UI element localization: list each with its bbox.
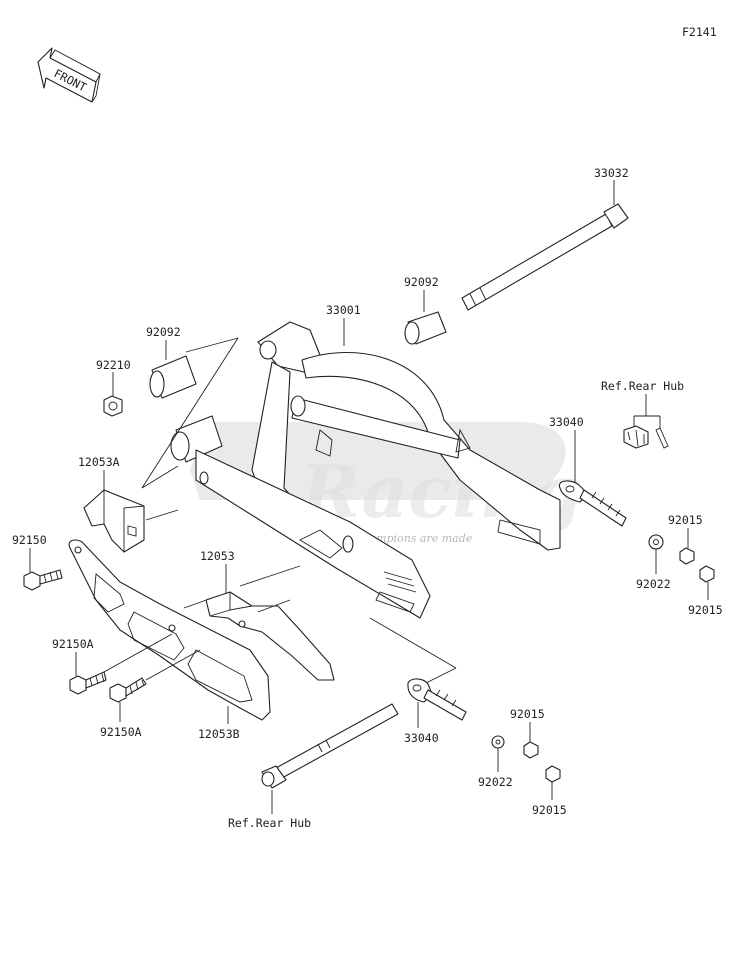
adjuster-bolt-top xyxy=(558,480,627,527)
label-92150: 92150 xyxy=(12,533,47,547)
rear-axle xyxy=(261,703,399,789)
label-92015-b: 92015 xyxy=(688,603,723,617)
chain-guide-12053 xyxy=(205,591,335,681)
cotter-pin xyxy=(655,427,669,449)
bolt-92150 xyxy=(23,569,63,591)
nut-92015-d xyxy=(545,765,561,783)
nut-92015-c xyxy=(523,741,539,759)
nut-92015-a xyxy=(679,547,695,565)
label-ref-rear-hub-top: Ref.Rear Hub xyxy=(601,379,684,393)
nut-92015-b xyxy=(699,565,715,583)
chain-guard-12053b xyxy=(68,539,271,721)
label-12053b: 12053B xyxy=(198,727,240,741)
label-92015-d: 92015 xyxy=(532,803,567,817)
nut-92210 xyxy=(103,395,123,417)
collar-right xyxy=(404,311,447,345)
label-92022-top: 92022 xyxy=(636,577,671,591)
label-12053a: 12053A xyxy=(78,455,120,469)
collar-left xyxy=(149,355,197,399)
label-92015-a: 92015 xyxy=(668,513,703,527)
label-33040-top: 33040 xyxy=(549,415,584,429)
label-92210: 92210 xyxy=(96,358,131,372)
bolt-92150a-bottom xyxy=(109,677,147,703)
label-33032: 33032 xyxy=(594,166,629,180)
label-92092-right: 92092 xyxy=(404,275,439,289)
label-12053: 12053 xyxy=(200,549,235,563)
label-92022-bottom: 92022 xyxy=(478,775,513,789)
label-92015-c: 92015 xyxy=(510,707,545,721)
front-arrow-icon: FRONT xyxy=(37,47,101,103)
castle-nut xyxy=(623,425,649,449)
bolt-92150a-left xyxy=(69,671,107,695)
washer-bottom xyxy=(491,735,505,749)
label-92150a-left: 92150A xyxy=(52,637,94,651)
label-33040-bottom: 33040 xyxy=(404,731,439,745)
label-ref-rear-hub-bottom: Ref.Rear Hub xyxy=(228,816,311,830)
pivot-shaft xyxy=(461,203,629,311)
swingarm xyxy=(170,321,561,619)
washer-top xyxy=(648,534,664,550)
label-33001: 33001 xyxy=(326,303,361,317)
label-92092-left: 92092 xyxy=(146,325,181,339)
adjuster-bolt-bottom xyxy=(407,678,467,721)
chain-guide-12053a xyxy=(83,489,145,553)
label-92150a-bottom: 92150A xyxy=(100,725,142,739)
figure-code: F2141 xyxy=(682,25,717,39)
